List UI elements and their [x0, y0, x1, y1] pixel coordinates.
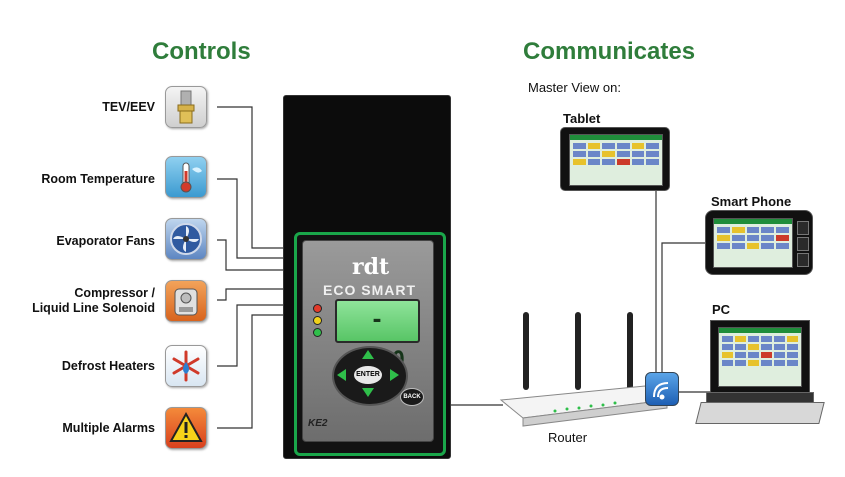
snowflake-icon — [165, 345, 207, 387]
tablet-device — [560, 127, 670, 191]
tablet-label: Tablet — [563, 111, 601, 126]
phone-device — [705, 210, 813, 275]
arrow-left-icon[interactable] — [337, 369, 346, 381]
pc-label: PC — [712, 302, 731, 317]
control-label-compressor: Compressor / Liquid Line Solenoid — [0, 286, 155, 316]
enter-button[interactable]: ENTER — [354, 366, 382, 384]
thermometer-icon — [165, 156, 207, 198]
alarm-icon — [165, 407, 207, 449]
controller-brand: rdt — [352, 254, 390, 280]
fan-icon — [165, 218, 207, 260]
router-label: Router — [548, 430, 588, 445]
pc-keyboard — [695, 402, 825, 424]
control-label-compressor-line2: Liquid Line Solenoid — [32, 301, 155, 315]
phone-screen — [713, 218, 793, 268]
communicates-heading: Communicates — [523, 38, 696, 65]
valve-icon — [165, 86, 207, 128]
pc-monitor — [710, 320, 810, 394]
arrow-right-icon[interactable] — [390, 369, 399, 381]
master-view-label: Master View on: — [528, 80, 621, 95]
controls-heading: Controls — [152, 38, 251, 65]
red-led-icon — [313, 304, 322, 313]
controller-product-name: ECO SMART — [323, 282, 416, 298]
green-led-icon — [313, 328, 322, 337]
control-label-alarms: Multiple Alarms — [62, 421, 155, 435]
control-label-tev: TEV/EEV — [102, 100, 155, 114]
phone-label: Smart Phone — [711, 194, 792, 209]
back-button[interactable]: BACK — [400, 388, 424, 406]
control-label-defrost: Defrost Heaters — [61, 359, 155, 373]
controller-display: - 10.0 — [335, 299, 420, 373]
wifi-icon — [645, 372, 679, 406]
control-label-evap-fans: Evaporator Fans — [56, 234, 155, 248]
maker-logo: KE2 — [308, 418, 328, 429]
control-label-room-temp: Room Temperature — [41, 172, 155, 186]
pc-screen — [718, 327, 802, 387]
router-device — [499, 312, 669, 427]
yellow-led-icon — [313, 316, 322, 325]
tablet-screen — [569, 134, 663, 186]
compressor-icon — [165, 280, 207, 322]
arrow-down-icon[interactable] — [362, 388, 374, 397]
arrow-up-icon[interactable] — [362, 350, 374, 359]
control-label-compressor-line1: Compressor / — [74, 286, 155, 300]
